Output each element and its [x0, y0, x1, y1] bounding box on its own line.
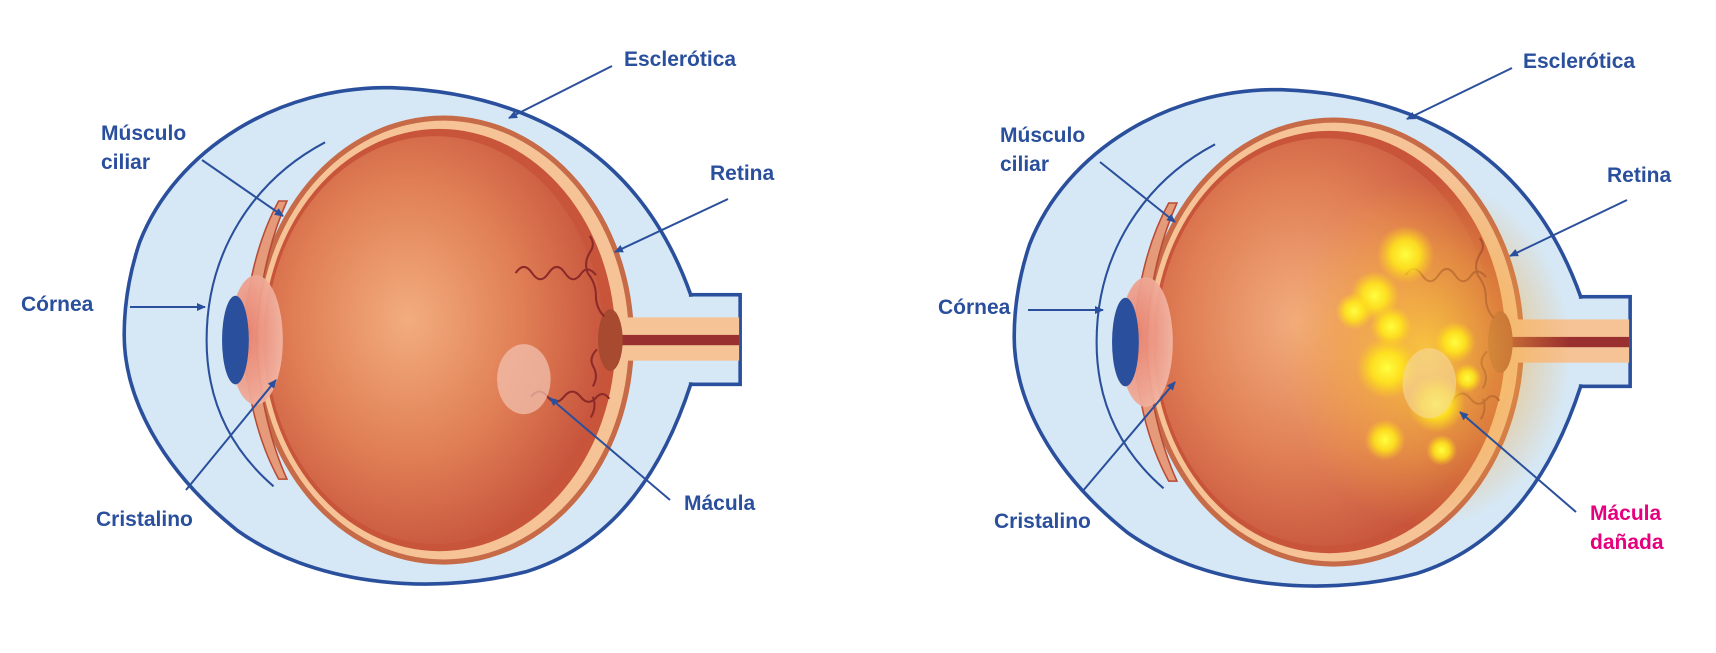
label-line: Músculo — [101, 122, 186, 145]
damage-spot — [1434, 321, 1476, 363]
label-line: ciliar — [1000, 153, 1049, 176]
eye-cross-section — [122, 85, 742, 586]
eye-diagram-damaged — [1012, 87, 1632, 588]
label-line: Músculo — [1000, 124, 1085, 147]
label-musculo-ciliar: Músculo ciliar — [1000, 124, 1091, 176]
damage-spot — [1426, 434, 1458, 466]
label-cristalino: Cristalino — [994, 510, 1091, 533]
label-cornea: Córnea — [21, 293, 94, 316]
pointer-lines-damaged — [1028, 67, 1628, 513]
label-retina: Retina — [1607, 164, 1672, 187]
pointer-cristalino — [185, 379, 277, 491]
pointer-retina — [614, 198, 729, 253]
pointer-musculo — [201, 159, 284, 217]
pointer-retina — [1509, 199, 1628, 257]
labels-damaged: Esclerótica Músculo ciliar Retina Córnea… — [938, 50, 1672, 554]
pointer-cristalino — [1081, 381, 1176, 493]
damage-spot — [1370, 306, 1412, 348]
macula-area — [497, 344, 551, 415]
macula-area — [1402, 348, 1457, 419]
label-line: dañada — [1590, 531, 1664, 554]
labels-healthy: Esclerótica Músculo ciliar Retina Córnea… — [21, 48, 775, 531]
label-cristalino: Cristalino — [96, 508, 193, 531]
damage-spot — [1452, 363, 1482, 393]
pointer-musculo — [1099, 161, 1176, 223]
label-cornea: Córnea — [938, 296, 1011, 319]
label-esclerotica: Esclerótica — [1523, 50, 1635, 73]
pointer-esclerotica — [1406, 67, 1513, 120]
eye-diagram-healthy — [122, 85, 742, 586]
label-line: Mácula — [684, 492, 756, 515]
label-macula: Mácula — [684, 492, 756, 515]
pointer-macula — [1459, 411, 1577, 513]
damage-spot — [1364, 419, 1406, 461]
pointer-lines-healthy — [130, 65, 729, 501]
pointer-esclerotica — [508, 65, 613, 119]
damage-spot — [1376, 225, 1435, 284]
label-musculo-ciliar: Músculo ciliar — [101, 122, 192, 174]
label-esclerotica: Esclerótica — [624, 48, 736, 71]
label-retina: Retina — [710, 162, 775, 185]
label-line: Mácula — [1590, 502, 1662, 525]
damage-spot — [1335, 292, 1373, 330]
pointer-macula — [549, 397, 671, 501]
label-line: ciliar — [101, 151, 150, 174]
label-macula-danada: Mácula dañada — [1590, 502, 1667, 554]
